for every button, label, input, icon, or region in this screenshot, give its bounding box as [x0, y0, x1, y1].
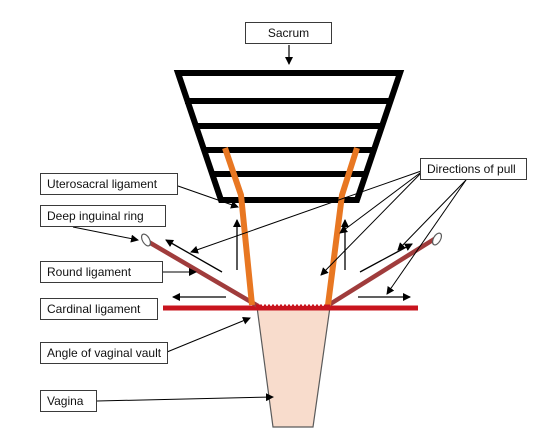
sacrum-shape — [173, 70, 405, 203]
leader-deep-inguinal-ring — [72, 226, 139, 243]
round-ligament-label: Round ligament — [40, 261, 163, 283]
leader-pull-to-right-uterosacral — [339, 169, 425, 234]
deep-inguinal-ring-label: Deep inguinal ring — [40, 205, 166, 227]
leader-pull-to-left-round — [190, 169, 425, 254]
leader-pull-to-right-round — [397, 179, 467, 251]
deep-inguinal-ring-right — [431, 232, 443, 246]
round-ligament-left — [145, 239, 260, 308]
directions-of-pull-label: Directions of pull — [420, 158, 527, 180]
sacrum-label: Sacrum — [245, 22, 332, 44]
uterosacral-ligament-label: Uterosacral ligament — [40, 173, 178, 195]
cardinal-ligament-label: Cardinal ligament — [40, 298, 158, 320]
leader-angle-vaginal-vault — [166, 316, 251, 353]
leader-vagina — [96, 393, 274, 402]
vagina-shape — [256, 306, 331, 428]
uterosacral-ligament-right — [325, 147, 360, 306]
round-ligament-right — [325, 236, 438, 308]
leader-uterosacral — [177, 185, 239, 209]
leader-lines — [72, 169, 467, 402]
leader-pull-to-center — [320, 169, 425, 276]
pull-arrows — [165, 219, 413, 301]
deep-inguinal-ring-left — [140, 233, 152, 247]
leader-pull-to-right-cardinal — [386, 179, 467, 295]
angle-of-vaginal-vault-label: Angle of vaginal vault — [40, 342, 168, 364]
uterosacral-ligament-left — [222, 147, 255, 306]
pull-arrow-round-left — [165, 239, 223, 273]
vagina-label: Vagina — [40, 390, 97, 412]
